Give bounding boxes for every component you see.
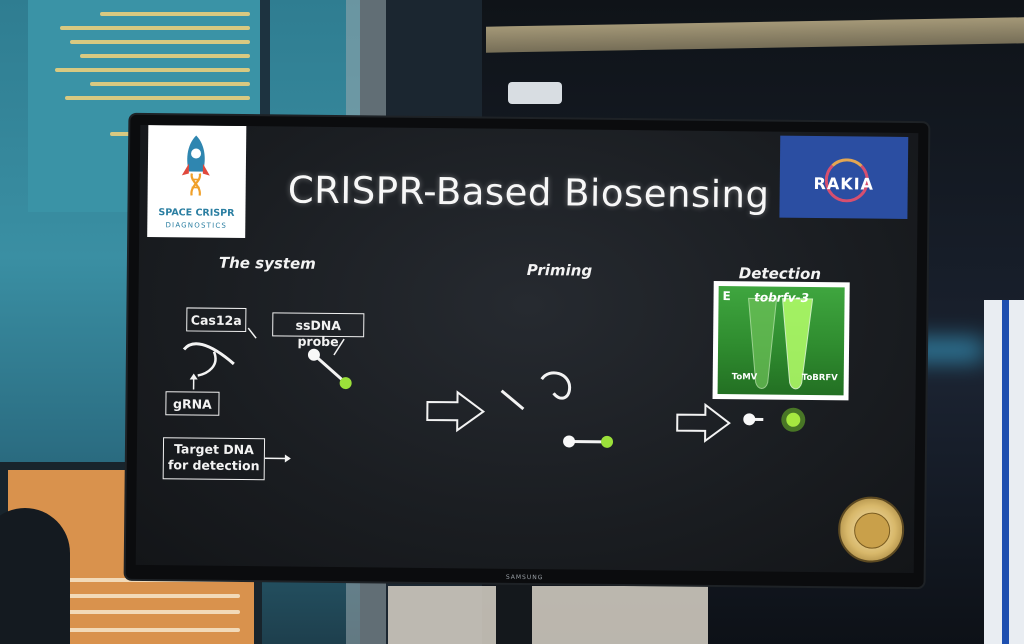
cas12a-pointer [247,327,257,339]
probe-pointer [333,338,345,356]
projector [508,82,562,104]
priming-probe-quencher [563,435,576,448]
fluorescent-tubes-image: E tobrfv-3 ToMV ToBRFV [717,286,845,396]
tv-screen: SAMSUNG SPACE CRISPR DIAGNOSTICS RAKIA C… [125,114,929,588]
cas12a-shape [182,342,235,366]
active-cas12a [540,371,572,400]
target-arrowhead [284,454,291,463]
priming-probe-fluorophore [601,435,614,448]
detection-result-panel: E tobrfv-3 ToMV ToBRFV [712,280,850,401]
rocket-icon [181,135,210,196]
released-fluorophore [786,412,801,427]
tube-label-tobrfv: ToBRFV [801,372,838,384]
priming-arrow [426,390,486,433]
visitor-silhouette [0,508,70,644]
presentation-slide: SPACE CRISPR DIAGNOSTICS RAKIA CRISPR-Ba… [135,124,919,574]
emblem-seal [837,496,905,563]
flag [984,300,1024,644]
space-crispr-logo: SPACE CRISPR DIAGNOSTICS [147,125,247,239]
probe-fluorophore [339,377,352,390]
tv-stand [496,583,532,644]
grna-strand [197,351,217,377]
probe-strand [312,353,345,383]
seal-center [853,512,891,549]
detection-arrow [676,402,731,443]
gene-label: tobrfv-3 [754,290,810,305]
tube-label-tomv: ToMV [731,372,758,383]
test-tubes [748,297,814,390]
probe-quencher [307,348,320,361]
cleaved-quencher [743,413,756,426]
floor-panel [388,586,708,644]
diagram-drawing [182,327,806,463]
grna-arrowhead [189,373,198,380]
cleaved-target [500,389,525,411]
tv-brand: SAMSUNG [505,573,544,582]
